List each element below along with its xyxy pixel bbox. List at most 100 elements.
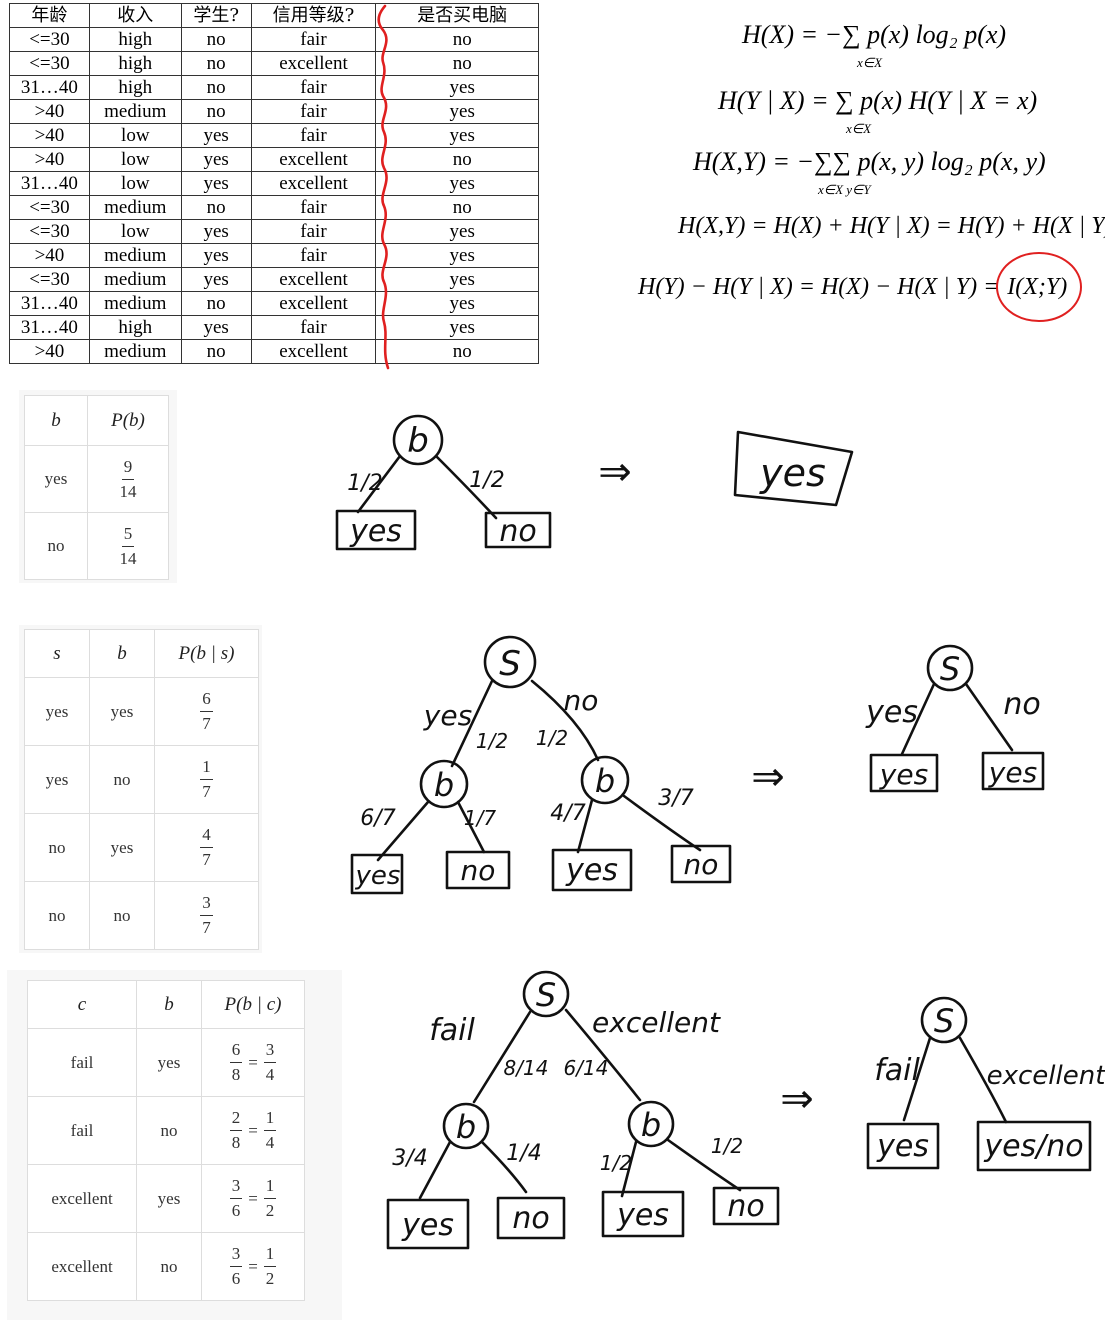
fraction-simplified-denominator: 2 — [265, 1201, 275, 1220]
edge-left-prob: 8/14 — [504, 1056, 549, 1080]
prob-lr: 1/4 — [506, 1141, 541, 1166]
result-node-s-circle — [926, 644, 974, 692]
cell-b: yes — [136, 1164, 202, 1233]
result-edge-left — [902, 1036, 932, 1122]
cell-income: high — [88, 75, 182, 100]
node-s-circle — [522, 970, 570, 1018]
cell-credit: excellent — [250, 339, 377, 364]
arrow-2: ⇒ — [751, 754, 785, 800]
fraction-numerator: 5 — [121, 524, 135, 547]
cell-buys: yes — [375, 243, 539, 268]
edge-right-prob: 1/2 — [469, 468, 504, 493]
fraction-numerator: 3 — [200, 894, 213, 916]
arrow-1: ⇒ — [598, 449, 632, 495]
node-b-right-label: b — [595, 762, 615, 800]
leaf-3-box — [551, 848, 633, 892]
cell-s: no — [24, 813, 90, 882]
prob-rr: 3/7 — [658, 786, 693, 811]
cell-credit: excellent — [250, 51, 377, 76]
fraction-numerator: 4 — [200, 826, 213, 848]
leaf-2-box — [496, 1196, 566, 1240]
result-node-s-label: S — [934, 1002, 954, 1040]
cell-b: yes — [89, 677, 155, 746]
result-yes-box — [733, 430, 854, 507]
red-circle — [996, 252, 1083, 322]
cell-credit: fair — [250, 315, 377, 340]
result-edge-yes: yes — [865, 695, 918, 730]
node-b-left-label: b — [434, 766, 454, 804]
edge-excellent-label: excellent — [592, 1006, 721, 1039]
cell-income: high — [88, 315, 182, 340]
fraction-numerator: 9 — [121, 457, 135, 480]
formula-entropy-text: H(X) = −∑ p(x) log₂ p(x) — [742, 20, 1007, 49]
header-s: s — [24, 629, 90, 678]
cell-age: 31…40 — [9, 75, 90, 100]
cell-credit: fair — [250, 99, 377, 124]
cell-age: >40 — [9, 243, 90, 268]
edge-rl — [620, 1140, 638, 1198]
cell-credit: fair — [250, 243, 377, 268]
header-student: 学生? — [180, 3, 252, 28]
edge-right-prob: 1/2 — [536, 726, 568, 750]
edge-no-label: no — [564, 684, 599, 717]
result-edge-right — [958, 1036, 1008, 1124]
cell-buys: no — [375, 147, 539, 172]
cell-income: high — [88, 27, 182, 52]
node-b-right-circle — [627, 1100, 675, 1148]
node-b-left-label: b — [456, 1108, 476, 1146]
fraction-simplified-numerator: 1 — [263, 1177, 277, 1199]
leaf-1-box — [350, 853, 404, 895]
leaf-2-box — [445, 850, 511, 890]
header-pbc: P(b | c) — [201, 980, 305, 1029]
formula-chain-rule-text: H(X,Y) = H(X) + H(Y | X) = H(Y) + H(X | … — [678, 213, 1105, 239]
leaf-4-box — [670, 844, 732, 884]
cell-buys: yes — [375, 171, 539, 196]
formula-mi-right: I(X;Y) — [1007, 274, 1068, 300]
node-s-label: S — [536, 976, 556, 1014]
cell-b: no — [24, 512, 88, 580]
node-s-label: S — [499, 644, 521, 684]
cell-buys: no — [375, 27, 539, 52]
cell-student: yes — [180, 243, 252, 268]
fraction-simplified-denominator: 4 — [265, 1133, 275, 1152]
cell-income: medium — [88, 243, 182, 268]
fraction-denominator: 8 — [231, 1133, 241, 1152]
fraction-numerator: 3 — [229, 1245, 243, 1267]
sketch-3: S fail excellent 8/14 6/14 b b 3/4 1/4 1… — [386, 970, 1105, 1250]
edge-s-left — [450, 679, 494, 768]
cell-buys: yes — [375, 123, 539, 148]
cell-c: fail — [27, 1096, 137, 1165]
cell-buys: no — [375, 51, 539, 76]
cell-s: yes — [24, 677, 90, 746]
cell-buys: yes — [375, 219, 539, 244]
edge-ll — [376, 800, 430, 862]
header-age: 年龄 — [9, 3, 90, 28]
result-edge-right — [964, 682, 1014, 752]
leaf-2: no — [461, 854, 496, 887]
formula-conditional-entropy-text: H(Y | X) = ∑ p(x) H(Y | X = x) — [718, 86, 1038, 115]
cell-buys: yes — [375, 291, 539, 316]
formula-conditional-entropy: H(Y | X) = ∑ p(x) H(Y | X = x) x∈X — [718, 86, 1038, 136]
cell-income: medium — [88, 267, 182, 292]
